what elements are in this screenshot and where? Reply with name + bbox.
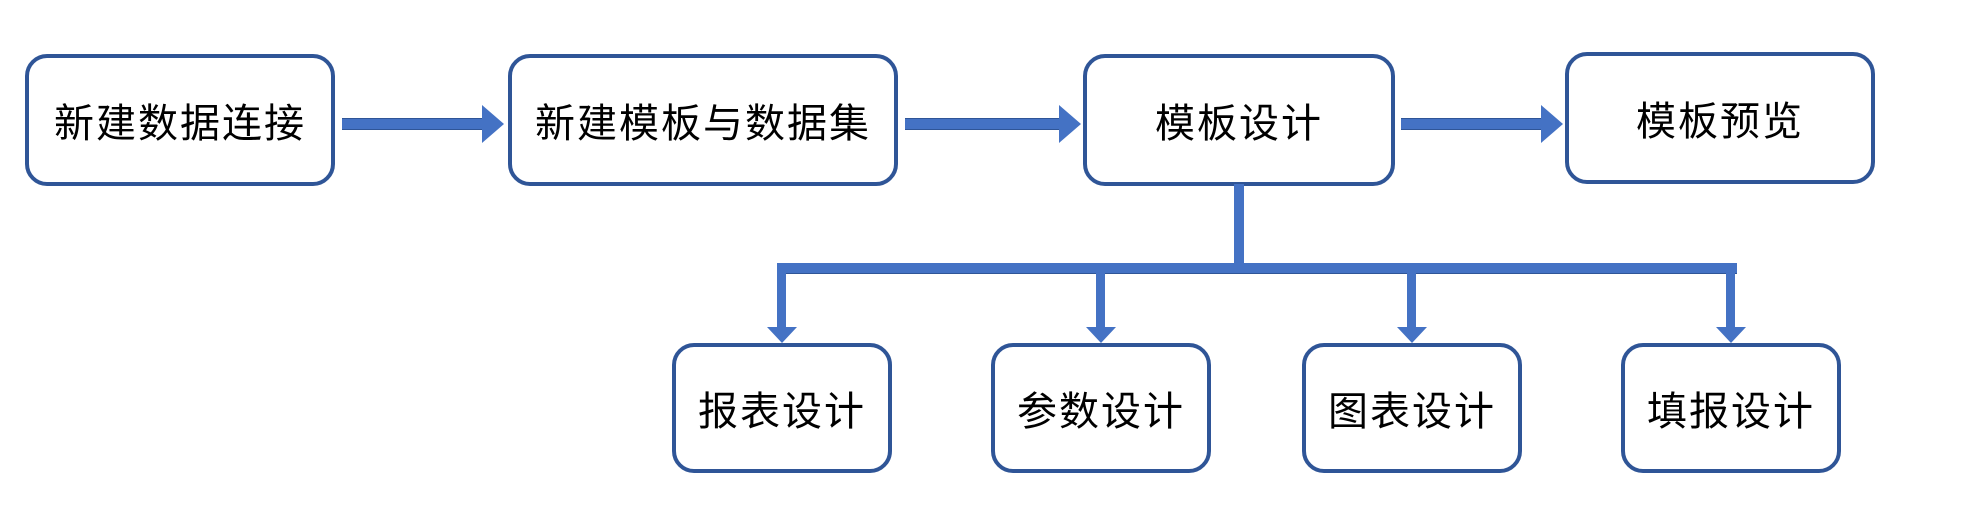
node-label: 新建模板与数据集 bbox=[535, 102, 871, 146]
branch-arrow-down-head-icon bbox=[767, 327, 797, 343]
connector-crossbar-line bbox=[777, 263, 1737, 273]
node-label: 图表设计 bbox=[1328, 390, 1496, 434]
flow-arrow-right-head-icon bbox=[1541, 105, 1563, 143]
branch-arrow-down-icon bbox=[777, 266, 786, 327]
connector-trunk-line bbox=[1234, 184, 1244, 273]
node-label: 模板设计 bbox=[1155, 102, 1323, 146]
branch-arrow-down-head-icon bbox=[1086, 327, 1116, 343]
node-label: 报表设计 bbox=[698, 390, 866, 434]
branch-arrow-down-head-icon bbox=[1716, 327, 1746, 343]
node-template-preview: 模板预览 bbox=[1565, 52, 1875, 184]
branch-arrow-down-head-icon bbox=[1397, 327, 1427, 343]
node-label: 填报设计 bbox=[1647, 390, 1815, 434]
flow-arrow-right-icon bbox=[1401, 118, 1541, 130]
branch-arrow-down-icon bbox=[1407, 266, 1416, 327]
node-label: 模板预览 bbox=[1636, 100, 1804, 144]
node-fill-report-design: 填报设计 bbox=[1621, 343, 1841, 473]
flow-arrow-right-head-icon bbox=[1059, 105, 1081, 143]
flow-arrow-right-icon bbox=[905, 118, 1059, 130]
node-parameter-design: 参数设计 bbox=[991, 343, 1211, 473]
node-report-design: 报表设计 bbox=[672, 343, 892, 473]
node-label: 新建数据连接 bbox=[54, 102, 306, 146]
node-template-design: 模板设计 bbox=[1083, 54, 1395, 186]
node-create-template-dataset: 新建模板与数据集 bbox=[508, 54, 898, 186]
node-chart-design: 图表设计 bbox=[1302, 343, 1522, 473]
branch-arrow-down-icon bbox=[1726, 266, 1735, 327]
flow-arrow-right-head-icon bbox=[482, 105, 504, 143]
flow-arrow-right-icon bbox=[342, 118, 482, 130]
node-label: 参数设计 bbox=[1017, 390, 1185, 434]
branch-arrow-down-icon bbox=[1096, 266, 1105, 327]
node-create-data-connection: 新建数据连接 bbox=[25, 54, 335, 186]
